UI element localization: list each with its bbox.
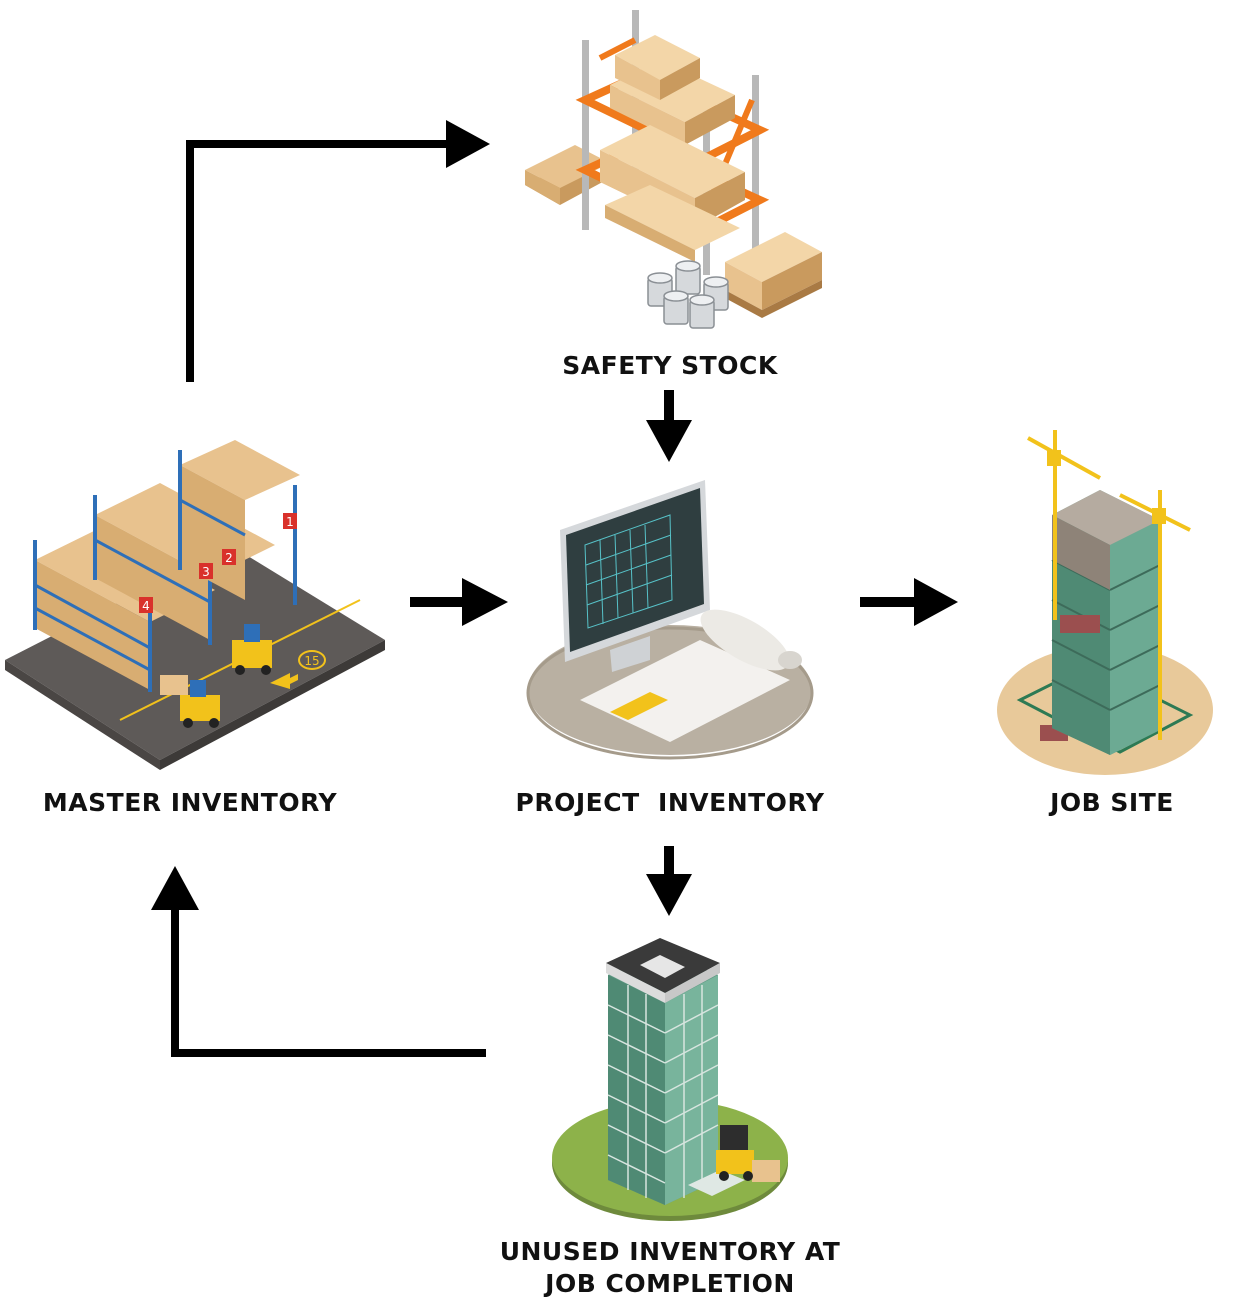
arrow-unused-to-master: [151, 866, 486, 1057]
project-inventory-label: PROJECT INVENTORY: [515, 788, 825, 817]
master-inventory-illustration: 1 2 3 4 15: [5, 440, 385, 770]
unused-inventory-illustration: [552, 938, 788, 1221]
floor-marker: 15: [304, 654, 319, 668]
arrow-master-to-project: [410, 578, 508, 626]
rack-number-4: 4: [142, 599, 150, 613]
safety-stock-illustration: [525, 10, 822, 329]
master-inventory-label: MASTER INVENTORY: [42, 788, 338, 817]
arrow-safety-to-project: [646, 390, 692, 462]
project-inventory-illustration: [526, 480, 814, 760]
unused-inventory-label-line2: JOB COMPLETION: [545, 1269, 795, 1298]
job-site-label: JOB SITE: [1050, 788, 1174, 817]
safety-stock-label: SAFETY STOCK: [562, 351, 778, 380]
forklift-icon: [160, 675, 220, 728]
forklift-icon: [232, 624, 272, 675]
arrow-project-to-jobsite: [860, 578, 958, 626]
rack-number-2: 2: [225, 551, 233, 565]
job-site-illustration: [997, 430, 1213, 775]
arrow-project-to-unused: [646, 846, 692, 916]
rack-number-1: 1: [286, 515, 294, 529]
arrow-master-to-safety: [186, 120, 490, 382]
unused-inventory-label-line1: UNUSED INVENTORY AT: [499, 1237, 841, 1266]
rack-number-3: 3: [202, 565, 210, 579]
